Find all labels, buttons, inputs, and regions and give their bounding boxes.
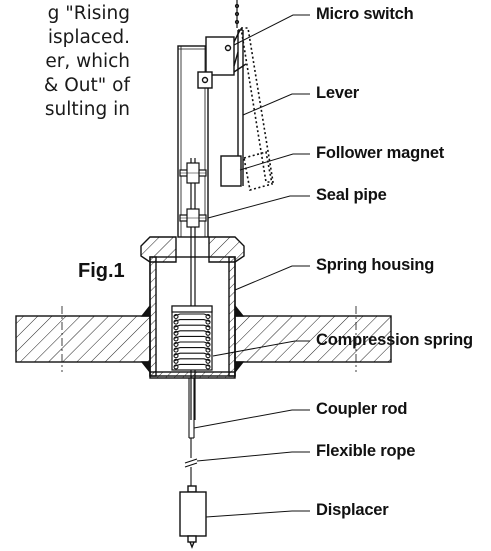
spring-coil-section	[205, 325, 211, 331]
text-line-4: & Out" of	[43, 75, 130, 96]
label-lever: Lever	[316, 84, 360, 102]
label-displacer: Displacer	[316, 501, 389, 519]
leader-spring-housing	[234, 265, 310, 291]
text-line-3: er, which	[45, 51, 130, 72]
leader-follower-magnet	[239, 153, 310, 171]
spring-coil-section	[205, 336, 211, 342]
leader-micro-switch	[233, 14, 310, 46]
spring-coil-section	[205, 364, 211, 370]
spring-coil-section	[173, 364, 179, 370]
label-follower-magnet: Follower magnet	[316, 144, 445, 162]
spring-coil-section	[173, 353, 179, 359]
leader-flexible-rope	[196, 451, 310, 462]
leader-seal-pipe	[207, 195, 310, 219]
spring-coil-section	[173, 358, 179, 364]
spring-coil-section	[173, 313, 179, 320]
spring-coil-section	[173, 341, 179, 348]
spring-coil-section	[205, 341, 211, 348]
spring-coil-section	[173, 330, 179, 336]
spring-coil-section	[205, 353, 211, 359]
displacer	[179, 485, 207, 549]
spring-coil-section	[173, 336, 179, 342]
leader-lever	[242, 93, 310, 116]
label-micro-switch: Micro switch	[316, 5, 414, 23]
text-line-1: g "Rising	[47, 3, 130, 24]
text-line-5: sulting in	[44, 99, 130, 120]
text-fragment: g "Rising isplaced. er, which & Out" of …	[0, 2, 130, 122]
label-spring-housing: Spring housing	[316, 256, 435, 274]
leader-coupler-rod	[193, 409, 310, 429]
label-seal-pipe: Seal pipe	[316, 186, 387, 204]
spring-coil-section	[173, 325, 179, 331]
spring-coil-section	[205, 330, 211, 336]
spring-coil-section	[205, 319, 211, 325]
centre-rod	[179, 158, 207, 420]
spring-coil-section	[205, 347, 211, 353]
follower-magnet	[220, 155, 242, 187]
spring-housing	[140, 256, 245, 379]
spring-coil-section	[205, 358, 211, 364]
leader-compression-spring	[212, 340, 310, 357]
label-coupler-rod: Coupler rod	[316, 400, 408, 418]
top-chain	[234, 0, 240, 28]
housing-cap	[140, 236, 245, 263]
label-flexible-rope: Flexible rope	[316, 442, 416, 460]
mounting-flange	[15, 306, 392, 372]
figure-label: Fig.1	[78, 260, 125, 282]
compression-spring	[171, 305, 213, 371]
spring-coil-section	[173, 347, 179, 353]
text-line-2: isplaced.	[47, 27, 130, 48]
spring-coil-section	[205, 313, 211, 320]
micro-switch	[197, 29, 247, 89]
label-compression-spring: Compression spring	[316, 331, 473, 349]
leader-lines	[193, 14, 310, 518]
spring-coil-section	[173, 319, 179, 325]
flexible-rope	[184, 438, 198, 488]
leader-displacer	[205, 510, 310, 518]
lever-displaced-position	[240, 27, 274, 192]
